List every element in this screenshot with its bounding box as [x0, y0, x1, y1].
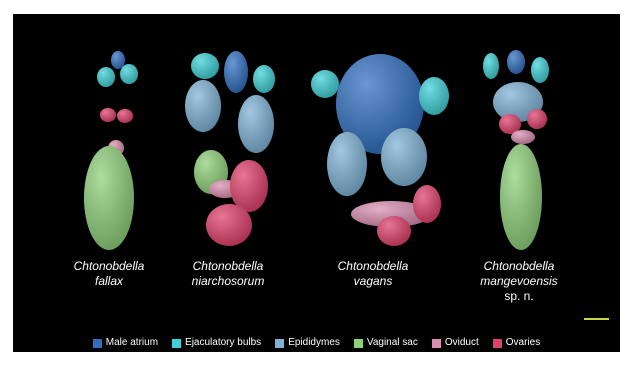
organ-shading — [531, 57, 549, 83]
legend-item-male-atrium: Male atrium — [93, 337, 158, 349]
species-genus: Chtonobdella — [313, 259, 433, 274]
species-label-niarchosorum: Chtonobdella niarchosorum — [168, 259, 288, 289]
organ-shading — [120, 64, 138, 84]
legend-label: Ejaculatory bulbs — [185, 337, 261, 349]
organ-shading — [381, 128, 427, 186]
organ-shading — [117, 109, 133, 123]
legend-swatch — [275, 339, 284, 348]
legend-item-epididymes: Epididymes — [275, 337, 340, 349]
specimen-fallax — [84, 51, 138, 250]
organ-shading — [311, 70, 339, 98]
species-epithet: niarchosorum — [168, 274, 288, 289]
species-label-fallax: Chtonobdella fallax — [49, 259, 169, 289]
organ-shading — [97, 67, 115, 87]
specimen-niarchosorum — [185, 51, 275, 246]
legend-swatch — [93, 339, 102, 348]
organ-shading — [413, 185, 441, 223]
organ-shading — [224, 51, 248, 93]
organ-shading — [507, 50, 525, 74]
species-genus: Chtonobdella — [49, 259, 169, 274]
legend: Male atrium Ejaculatory bulbs Epididymes… — [13, 337, 620, 349]
organ-shading — [483, 53, 499, 79]
scale-bar — [584, 318, 609, 320]
species-label-mangevoensis: Chtonobdella mangevoensis sp. n. — [459, 259, 579, 304]
organ-shading — [527, 109, 547, 129]
legend-item-oviduct: Oviduct — [432, 337, 479, 349]
specimen-mangevoensis — [483, 50, 549, 250]
figure-panel: Chtonobdella fallax Chtonobdella niarcho… — [13, 14, 620, 352]
species-epithet: vagans — [313, 274, 433, 289]
organ-shading — [84, 146, 134, 250]
organ-shading — [100, 108, 116, 122]
species-genus: Chtonobdella — [459, 259, 579, 274]
species-label-vagans: Chtonobdella vagans — [313, 259, 433, 289]
legend-label: Vaginal sac — [367, 337, 418, 349]
legend-item-ovaries: Ovaries — [493, 337, 540, 349]
organ-shading — [253, 65, 275, 93]
organ-shading — [111, 51, 125, 69]
species-suffix: sp. n. — [459, 289, 579, 304]
organ-shading — [377, 216, 411, 246]
legend-swatch — [354, 339, 363, 348]
organ-shading — [206, 204, 252, 246]
legend-label: Male atrium — [106, 337, 158, 349]
species-epithet: fallax — [49, 274, 169, 289]
organ-shading — [185, 80, 221, 132]
legend-item-ejaculatory-bulbs: Ejaculatory bulbs — [172, 337, 261, 349]
legend-label: Ovaries — [506, 337, 540, 349]
legend-swatch — [172, 339, 181, 348]
organ-shading — [511, 130, 535, 144]
organ-shading — [419, 77, 449, 115]
species-epithet: mangevoensis — [459, 274, 579, 289]
organ-shading — [191, 53, 219, 79]
legend-item-vaginal-sac: Vaginal sac — [354, 337, 418, 349]
legend-label: Epididymes — [288, 337, 340, 349]
organ-shading — [500, 144, 542, 250]
species-genus: Chtonobdella — [168, 259, 288, 274]
legend-label: Oviduct — [445, 337, 479, 349]
organ-shading — [230, 160, 268, 212]
legend-swatch — [493, 339, 502, 348]
legend-swatch — [432, 339, 441, 348]
organ-shading — [238, 95, 274, 153]
organ-shading — [327, 132, 367, 196]
specimen-vagans — [311, 54, 449, 246]
